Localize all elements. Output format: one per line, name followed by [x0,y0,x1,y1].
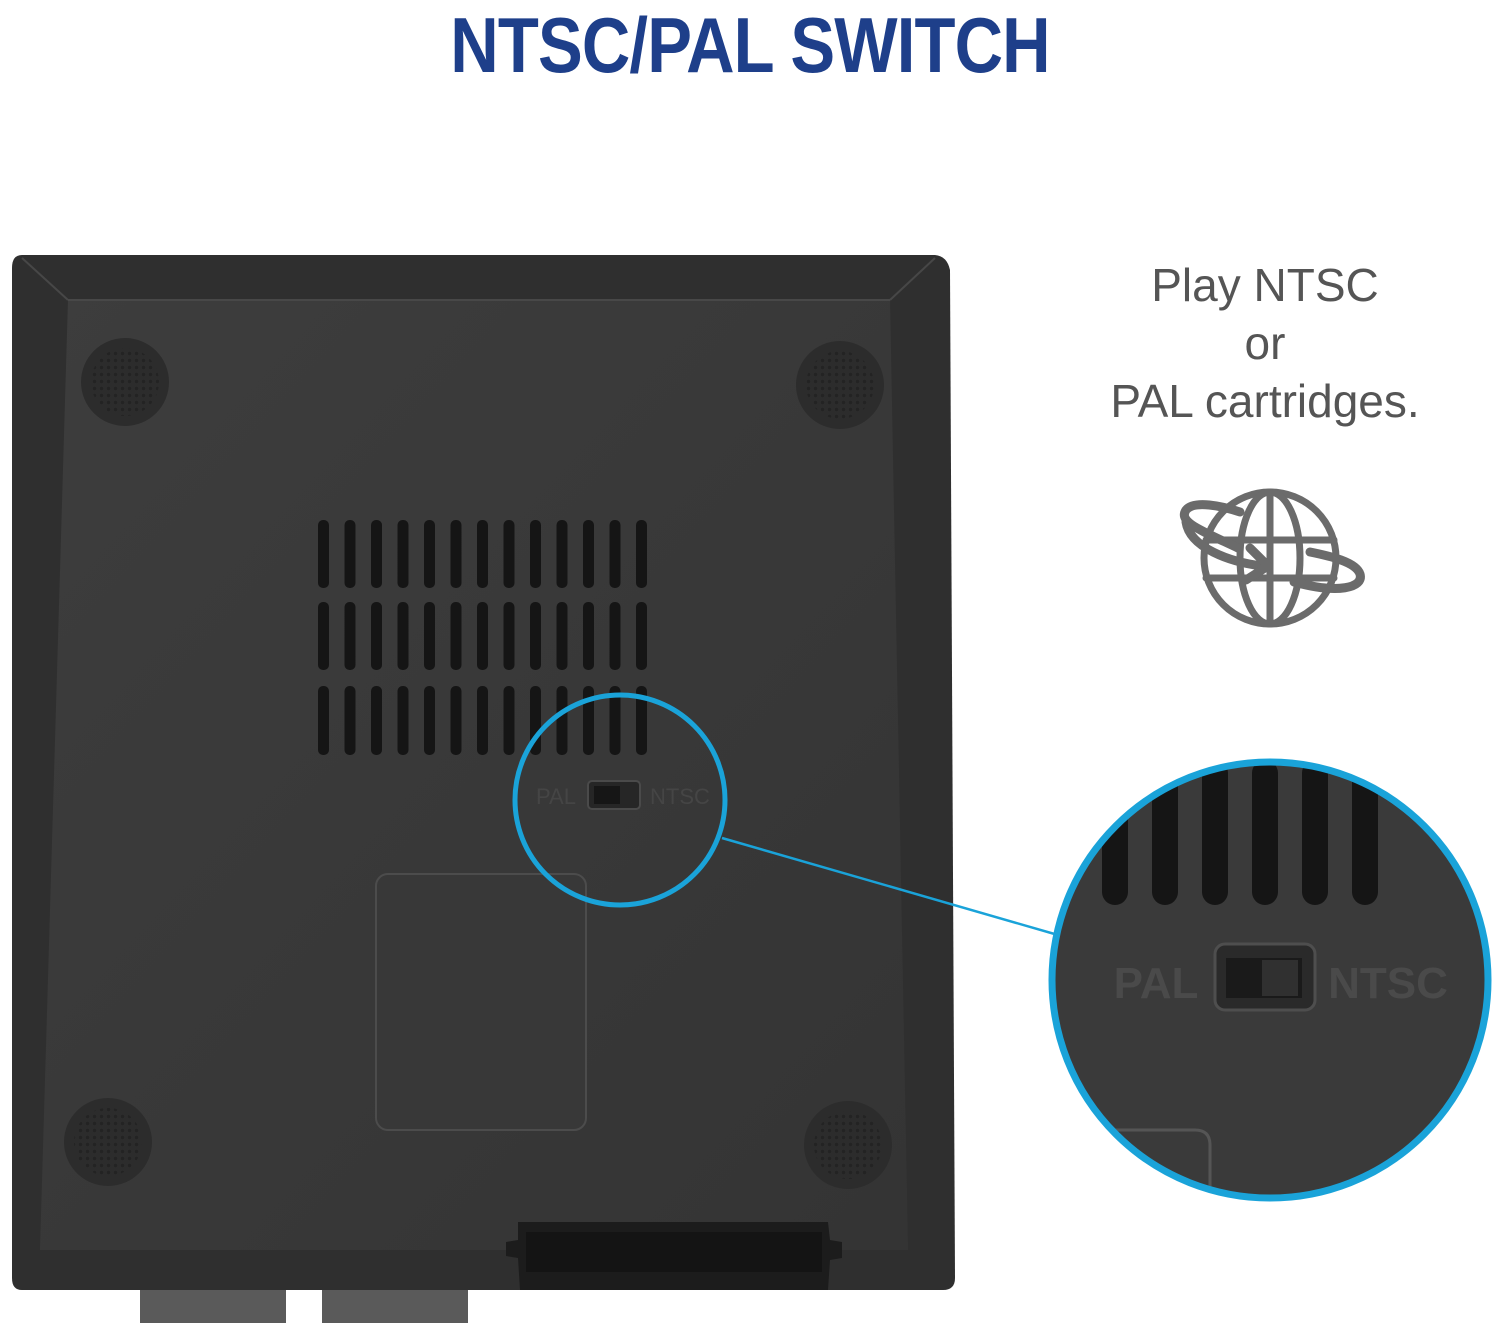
vent-slot [344,520,356,588]
foot-bottom-right [804,1101,892,1189]
vent-slot [424,686,435,755]
globe-with-arrow-icon [1179,488,1365,628]
vent-slot [477,686,488,755]
vent-slot [556,520,568,588]
vent-slot [583,520,594,588]
vent-slot [397,520,409,588]
page-title: NTSC/PAL SWITCH [450,0,1050,89]
caption-line-2: or [1244,317,1286,369]
foot-bottom-left [64,1098,152,1186]
vent-slot [450,520,462,588]
caption-line-1: Play NTSC [1151,259,1379,311]
vent-slot [371,602,382,670]
foot-top-left [81,338,169,426]
magnified-vent-slot [1302,762,1328,905]
caption-line-3: PAL cartridges. [1110,375,1420,427]
region-switch[interactable]: PAL NTSC [536,780,710,810]
vent-slot [530,520,541,588]
vent-slot [450,686,462,755]
vent-slot [424,520,435,588]
vent-slot [477,602,488,670]
expansion-connector [506,1222,842,1290]
vent-slot [609,686,621,755]
vent-slot [609,602,621,670]
vent-slot [344,602,356,670]
vent-slot [556,686,568,755]
magnified-vent-slot [1252,762,1278,905]
callout-highlight [512,692,1059,937]
ventilation-grille [318,520,647,755]
rear-port-tabs [140,1285,468,1323]
magnified-label-ntsc: NTSC [1328,959,1448,1008]
vent-slot [503,520,515,588]
vent-slot [530,602,541,670]
vent-slot [318,602,329,670]
magnified-vent-slot [1202,762,1228,905]
vent-slot [477,520,488,588]
vent-slot [397,686,409,755]
vent-slot [556,602,568,670]
vent-slot [397,602,409,670]
switch-label-pal: PAL [536,784,576,809]
vent-slot [503,602,515,670]
magnified-vents [1102,762,1378,905]
magnified-vent-slot [1352,762,1378,905]
vent-slot [636,602,647,670]
vent-slot [450,602,462,670]
vent-slot [609,520,621,588]
vent-slot [636,686,647,755]
vent-slot [583,602,594,670]
feature-caption: Play NTSC or PAL cartridges. [1060,256,1470,430]
vent-slot [636,520,647,588]
expansion-door [375,873,587,1131]
console-body [12,255,955,1290]
vent-slot [503,686,515,755]
vent-slot [371,686,382,755]
vent-slot [318,686,329,755]
vent-slot [344,686,356,755]
vent-slot [318,520,329,588]
magnified-switch-view: PAL NTSC [1048,758,1492,1202]
magnified-label-pal: PAL [1114,959,1199,1008]
foot-top-right [796,341,884,429]
rubber-feet [64,338,892,1189]
switch-label-ntsc: NTSC [650,784,710,809]
vent-slot [371,520,382,588]
vent-slot [424,602,435,670]
magnified-switch: PAL NTSC [1114,942,1448,1012]
